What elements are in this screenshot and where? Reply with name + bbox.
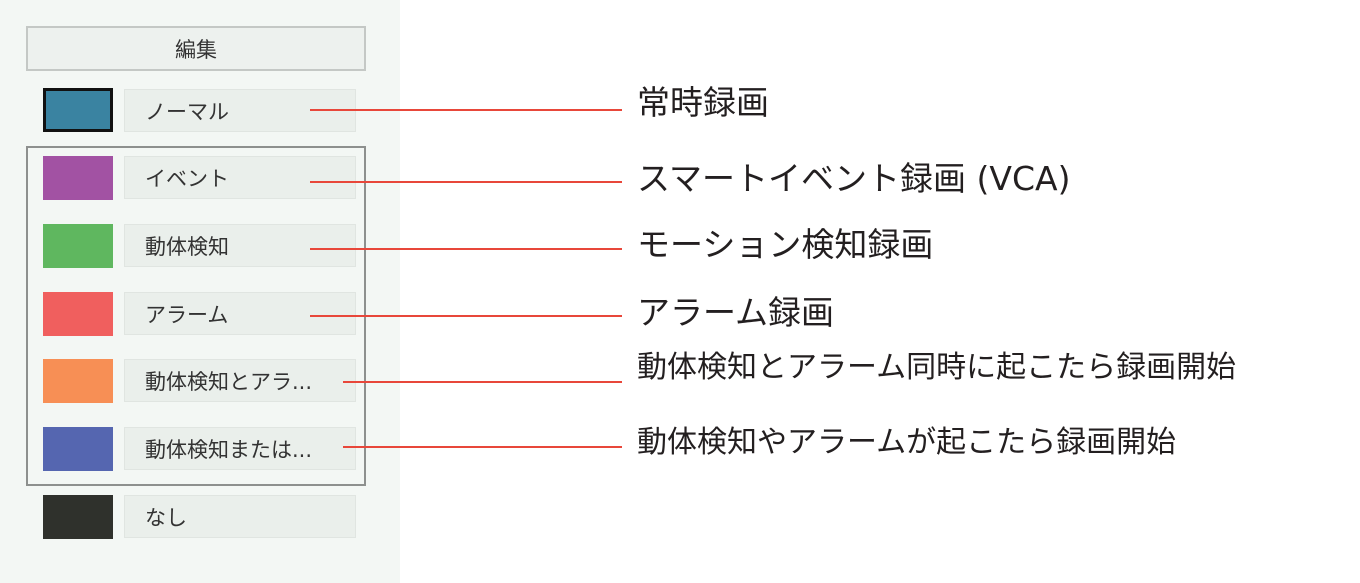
recording-type-panel: 編集 ノーマル イベント 動体検知 アラーム 動体検知とアラ... 動体検知また… [0, 0, 400, 583]
leader-line [343, 446, 622, 448]
swatch-motion[interactable] [43, 224, 113, 268]
swatch-motion-and-alarm[interactable] [43, 359, 113, 403]
label-motion[interactable]: 動体検知 [124, 224, 356, 267]
annotation-continuous: 常時録画 [637, 83, 769, 122]
label-alarm[interactable]: アラーム [124, 292, 356, 335]
swatch-event[interactable] [43, 156, 113, 200]
swatch-motion-or-alarm[interactable] [43, 427, 113, 471]
annotation-alarm: アラーム録画 [637, 293, 835, 332]
leader-line [310, 315, 622, 317]
leader-line [310, 181, 622, 183]
leader-line [310, 248, 622, 250]
annotation-smart-event: スマートイベント録画 (VCA) [637, 159, 1071, 198]
label-motion-and-alarm[interactable]: 動体検知とアラ... [124, 359, 356, 402]
swatch-none[interactable] [43, 495, 113, 539]
leader-line [310, 109, 622, 111]
leader-line [343, 381, 622, 383]
swatch-alarm[interactable] [43, 292, 113, 336]
annotation-motion: モーション検知録画 [637, 225, 934, 264]
annotation-motion-and-alarm: 動体検知とアラーム同時に起こたら録画開始 [637, 350, 1237, 385]
label-motion-or-alarm[interactable]: 動体検知または... [124, 427, 356, 470]
label-none[interactable]: なし [124, 495, 356, 538]
edit-button[interactable]: 編集 [26, 26, 366, 71]
swatch-normal[interactable] [43, 88, 113, 132]
label-event[interactable]: イベント [124, 156, 356, 199]
annotation-motion-or-alarm: 動体検知やアラームが起こたら録画開始 [637, 425, 1177, 460]
